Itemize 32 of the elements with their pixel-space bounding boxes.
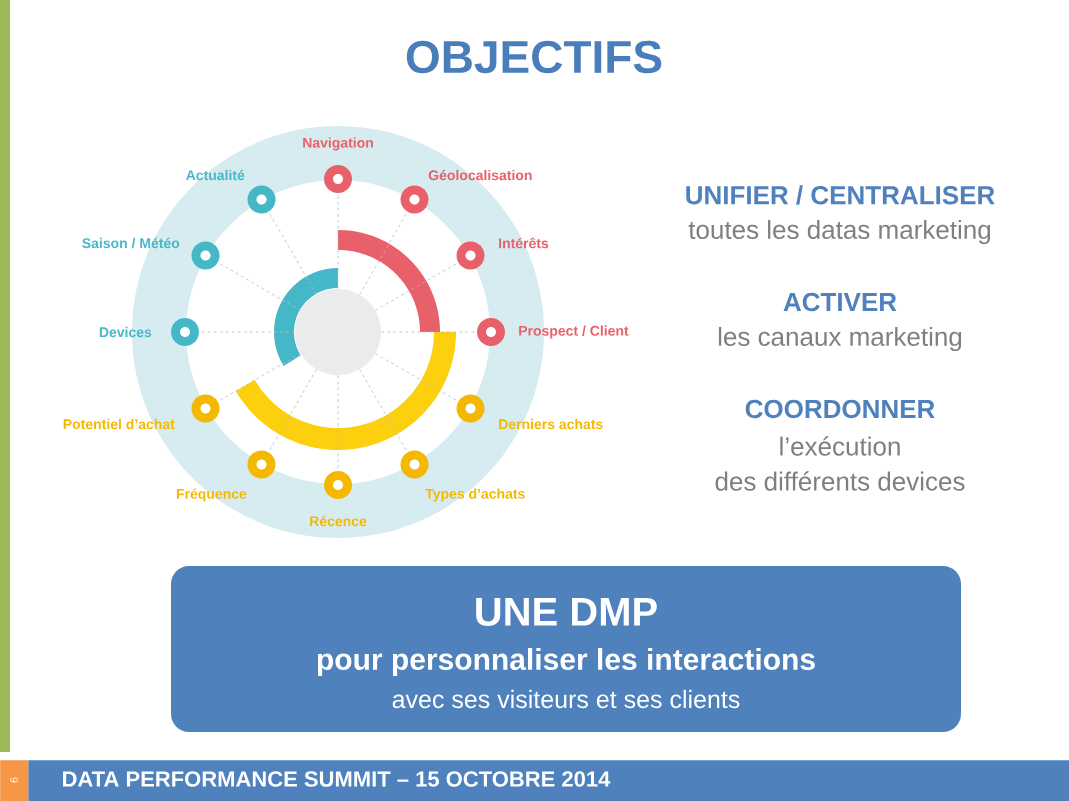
connector-line [217, 353, 301, 402]
category-label: Types d’achats [425, 488, 525, 502]
connector-line [217, 262, 301, 311]
slide-title: OBJECTIFS [406, 40, 662, 74]
objective-heading: ACTIVER [783, 292, 897, 312]
connector-line [359, 211, 408, 295]
banner-box: UNE DMP pour personnaliser les interactions avec ses visiteurs et ses clients [171, 566, 961, 732]
objective-text: toutes les datas marketing [688, 219, 990, 245]
objective-heading: COORDONNER [745, 399, 935, 419]
category-label: Actualité [186, 169, 245, 181]
category-label: Fréquence [176, 488, 247, 502]
category-label: Saison / Météo [82, 237, 180, 249]
category-label: Intérêts [499, 237, 549, 249]
category-label: Récence [310, 515, 367, 527]
connector-line [268, 211, 317, 295]
footer-band: DATA PERFORMANCE SUMMIT – 15 OCTOBRE 2014 [28, 760, 1069, 801]
objective-text: les canaux marketing [718, 326, 962, 352]
category-label: Prospect / Client [519, 325, 629, 339]
connector-line [268, 369, 317, 453]
connector-line [359, 369, 408, 453]
objective-heading: UNIFIER / CENTRALISER [686, 185, 995, 205]
objective-text: l’exécution [780, 436, 900, 456]
connector-line [375, 353, 459, 402]
hub-circle [295, 289, 381, 375]
objective-text: des différents devices [715, 471, 965, 491]
category-label: Potentiel d’achat [63, 418, 175, 430]
category-label: Derniers achats [499, 418, 603, 430]
category-label: Navigation [303, 137, 373, 151]
category-label: Devices [99, 326, 152, 338]
connector-line [375, 262, 459, 311]
category-label: Géolocalisation [428, 169, 532, 181]
page-number-box: 6 [0, 760, 29, 801]
